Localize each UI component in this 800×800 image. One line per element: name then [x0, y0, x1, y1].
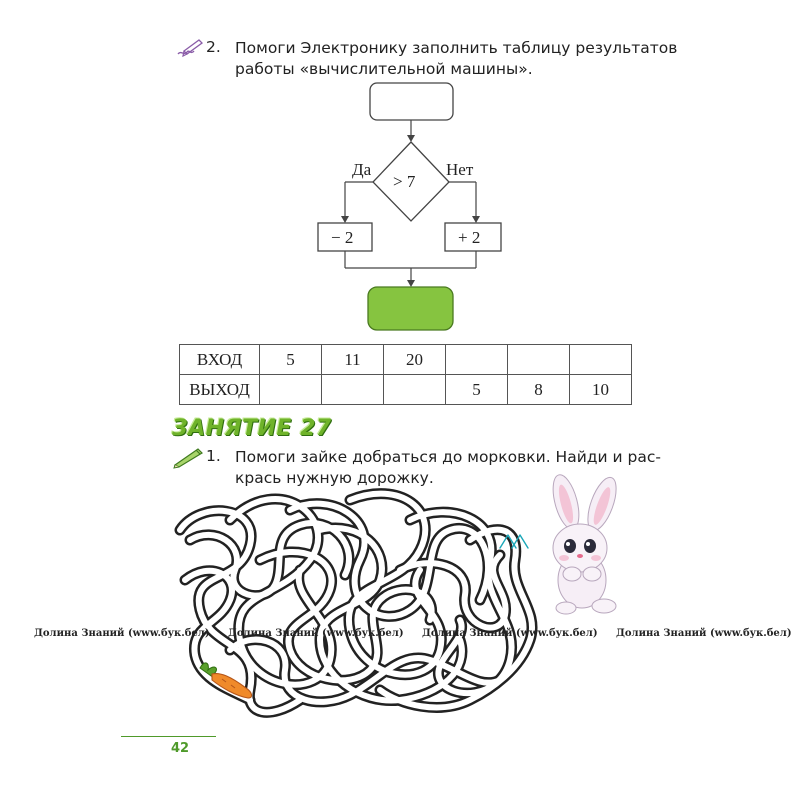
branch-no-label: Нет: [446, 160, 474, 179]
output-cell[interactable]: 8: [507, 374, 570, 405]
minus-operation: − 2: [331, 228, 354, 247]
output-cell[interactable]: 5: [445, 374, 508, 405]
output-cell[interactable]: [383, 374, 446, 405]
bunny-illustration: [540, 470, 630, 620]
watermark: Долина Знаний (www.бук.бел): [422, 628, 598, 639]
output-row: ВЫХОД 5 8 10: [179, 374, 632, 405]
pencil-writing-icon: [176, 37, 204, 59]
branch-yes-label: Да: [352, 160, 372, 179]
output-row-label: ВЫХОД: [179, 374, 260, 405]
output-cell[interactable]: [259, 374, 322, 405]
task-text-line2: работы «вычислительной машины».: [235, 60, 533, 78]
input-cell[interactable]: [445, 344, 508, 375]
output-cell[interactable]: 10: [569, 374, 632, 405]
flowchart-decision-diamond: [372, 141, 450, 222]
output-cell[interactable]: [321, 374, 384, 405]
task-number: 1.: [206, 447, 221, 465]
flowchart: [317, 82, 502, 331]
carrot-illustration: [196, 658, 258, 702]
input-cell[interactable]: 11: [321, 344, 384, 375]
watermark: Долина Знаний (www.бук.бел): [616, 628, 792, 639]
page-footer-rule: [121, 736, 216, 737]
input-cell[interactable]: 20: [383, 344, 446, 375]
input-cell[interactable]: [507, 344, 570, 375]
pencil-icon: [172, 445, 204, 469]
watermark: Долина Знаний (www.бук.бел): [228, 628, 404, 639]
flowchart-plus-box: [444, 222, 502, 252]
maze-entry-arrows-icon: [499, 534, 529, 549]
input-row-label: ВХОД: [179, 344, 260, 375]
flowchart-input-box[interactable]: [369, 82, 454, 121]
task-text-line1: Помоги Электронику заполнить таблицу рез…: [235, 39, 678, 57]
task-text-line1: Помоги зайке добраться до морковки. Найд…: [235, 448, 661, 466]
lesson-title: ЗАНЯТИЕ 27: [172, 416, 332, 441]
task-number: 2.: [206, 38, 221, 56]
tangled-maze[interactable]: [160, 485, 550, 730]
input-cell[interactable]: 5: [259, 344, 322, 375]
decision-condition: > 7: [393, 172, 416, 191]
io-table: ВХОД 5 11 20 ВЫХОД 5 8 10: [179, 344, 632, 405]
watermark: Долина Знаний (www.бук.бел): [34, 628, 210, 639]
task-text-line2: крась нужную дорожку.: [235, 469, 434, 487]
page-number: 42: [171, 741, 190, 756]
input-row: ВХОД 5 11 20: [179, 344, 632, 375]
flowchart-output-box[interactable]: [367, 286, 454, 331]
input-cell[interactable]: [569, 344, 632, 375]
plus-operation: + 2: [458, 228, 481, 247]
